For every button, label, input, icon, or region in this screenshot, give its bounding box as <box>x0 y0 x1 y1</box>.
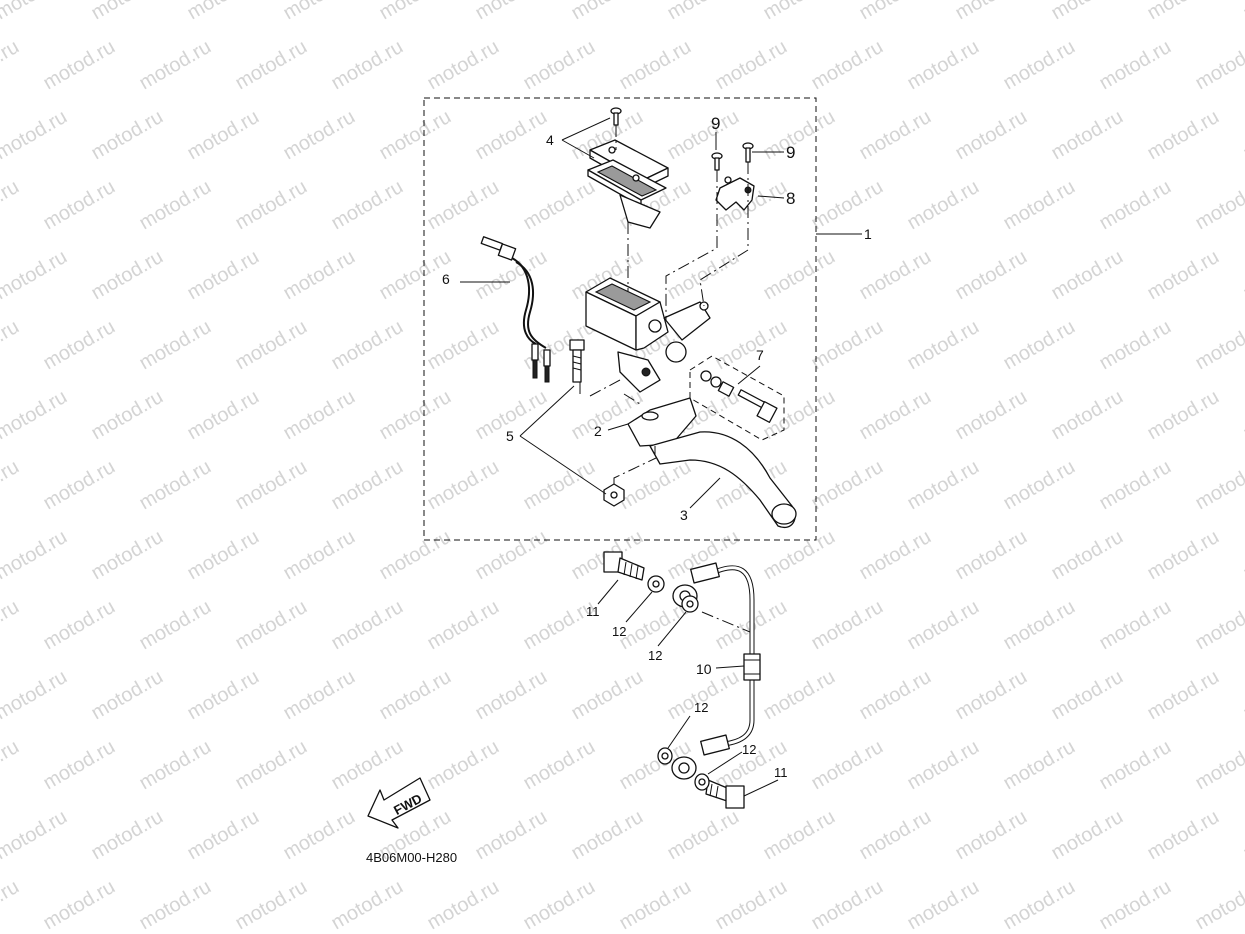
fwd-arrow-icon: FWD <box>367 777 431 829</box>
clamp-screws <box>711 142 754 171</box>
assembly-lines <box>579 125 749 484</box>
callout-8: 8 <box>786 189 795 208</box>
callout-11-upper: 11 <box>586 604 600 619</box>
callout-12-d: 12 <box>742 742 756 757</box>
callout-1: 1 <box>864 226 872 242</box>
adjuster-kit <box>689 355 785 441</box>
diagram-code: 4B06M00-H280 <box>366 850 457 865</box>
callout-6: 6 <box>442 271 450 287</box>
callout-10: 10 <box>696 661 712 677</box>
lever-bracket <box>627 397 697 447</box>
cap-screw <box>610 107 622 126</box>
reservoir-cap <box>587 139 669 229</box>
callout-3: 3 <box>680 507 688 523</box>
pivot-bolt <box>569 339 585 383</box>
callout-9-top: 9 <box>711 114 720 133</box>
callout-12-c: 12 <box>694 700 708 715</box>
callout-9-right: 9 <box>786 143 795 162</box>
assembly-boundary <box>423 97 817 541</box>
union-bolt-upper <box>603 551 645 581</box>
callout-12-b: 12 <box>648 648 662 663</box>
brake-lever <box>649 431 797 529</box>
brake-switch-wire <box>480 236 551 383</box>
callout-5: 5 <box>506 428 514 444</box>
lever-holder-clamp <box>715 176 755 211</box>
copper-washers <box>647 575 710 791</box>
callout-11-lower: 11 <box>774 765 788 780</box>
callout-4: 4 <box>546 132 554 148</box>
callout-12-a: 12 <box>612 624 626 639</box>
callout-7: 7 <box>756 347 764 363</box>
callout-2: 2 <box>594 423 602 439</box>
leader-lines <box>460 117 862 797</box>
union-bolt-lower <box>705 779 745 809</box>
master-cylinder-body <box>585 277 711 393</box>
